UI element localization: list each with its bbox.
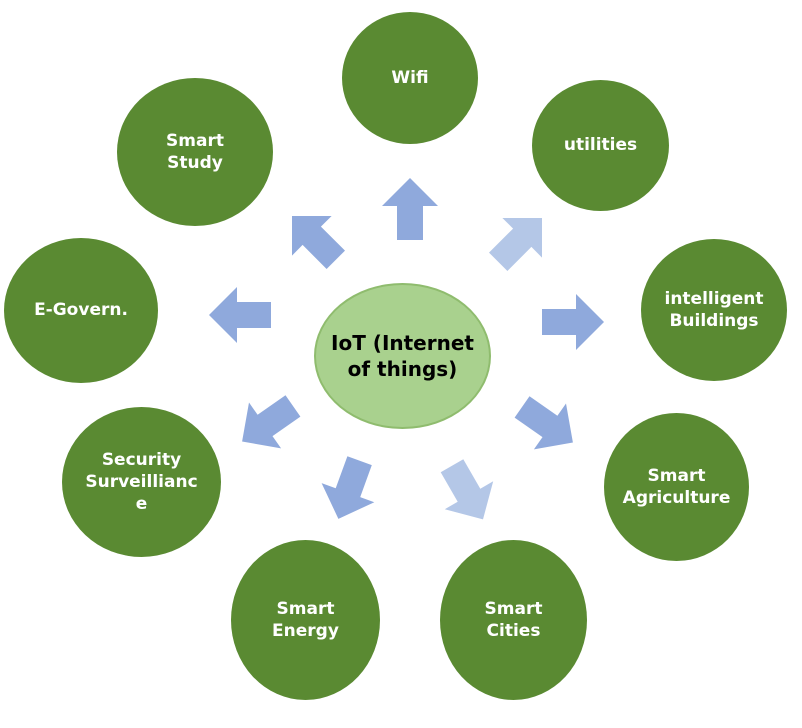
- arrow-to-wifi: [382, 178, 438, 240]
- arrow-shape: [242, 395, 301, 449]
- node-smart-agriculture: Smart Agriculture: [604, 413, 749, 561]
- arrow-shape: [292, 216, 345, 269]
- arrow-shape: [514, 396, 573, 450]
- arrow-to-smart-cities: [440, 459, 494, 520]
- node-label: E-Govern.: [34, 300, 128, 321]
- node-label: intelligent Buildings: [664, 288, 764, 331]
- node-label: Security Surveillianc e: [85, 449, 198, 515]
- node-smart-energy: Smart Energy: [231, 540, 380, 700]
- arrow-to-smart-agriculture: [514, 396, 573, 450]
- node-label: Smart Cities: [484, 598, 543, 641]
- arrow-shape: [321, 456, 375, 519]
- arrow-to-security-surveillance: [242, 395, 301, 449]
- center-label: IoT (Internet of things): [331, 331, 474, 381]
- arrow-shape: [209, 287, 271, 343]
- node-e-govern: E-Govern.: [4, 238, 158, 383]
- node-label: Wifi: [391, 67, 429, 88]
- arrow-shape: [542, 294, 604, 350]
- node-label: Smart Energy: [272, 598, 339, 641]
- node-smart-cities: Smart Cities: [440, 540, 587, 700]
- node-security-surveillance: Security Surveillianc e: [62, 407, 221, 557]
- node-label: Smart Agriculture: [622, 465, 731, 508]
- node-label: Smart Study: [166, 130, 224, 173]
- node-wifi: Wifi: [342, 12, 478, 144]
- arrow-shape: [489, 218, 542, 271]
- node-smart-study: Smart Study: [117, 78, 273, 226]
- arrow-to-intelligent-buildings: [542, 294, 604, 350]
- arrow-to-e-govern: [209, 287, 271, 343]
- node-utilities: utilities: [532, 80, 669, 211]
- arrow-to-smart-study: [292, 216, 345, 269]
- node-label: utilities: [563, 135, 638, 156]
- center-node: IoT (Internet of things): [314, 283, 491, 429]
- arrow-shape: [440, 459, 494, 520]
- arrow-shape: [382, 178, 438, 240]
- arrow-to-utilities: [489, 218, 542, 271]
- node-intelligent-buildings: intelligent Buildings: [641, 239, 787, 381]
- arrow-to-smart-energy: [321, 456, 375, 519]
